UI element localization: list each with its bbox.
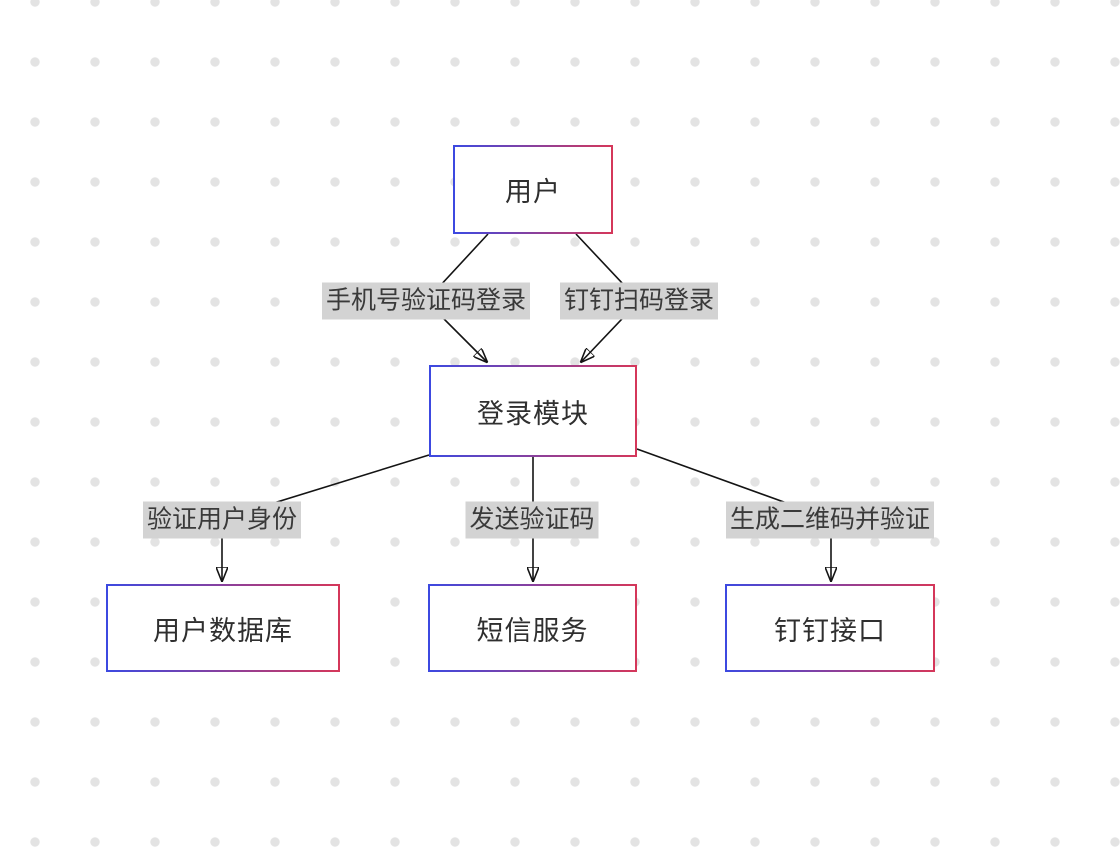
node-sms-service-label: 短信服务	[476, 615, 589, 646]
edge-label-generate-qr[interactable]: 生成二维码并验证	[725, 501, 935, 539]
node-user-label: 用户	[505, 177, 561, 207]
node-login-module-label: 登录模块	[477, 398, 589, 429]
node-user-database-label: 用户数据库	[153, 615, 293, 646]
edge-label-scan-login[interactable]: 钉钉扫码登录	[559, 282, 719, 320]
edge-label-phone-login[interactable]: 手机号验证码登录	[321, 282, 531, 320]
node-dingtalk-api[interactable]: 钉钉接口	[725, 584, 935, 672]
node-dingtalk-api-label: 钉钉接口	[774, 615, 886, 646]
edge-label-verify-identity[interactable]: 验证用户身份	[142, 501, 302, 539]
node-sms-service[interactable]: 短信服务	[428, 584, 637, 672]
node-login-module[interactable]: 登录模块	[429, 365, 637, 457]
node-user[interactable]: 用户	[453, 145, 613, 234]
edge-label-send-code[interactable]: 发送验证码	[465, 501, 599, 539]
node-user-database[interactable]: 用户数据库	[106, 584, 340, 672]
